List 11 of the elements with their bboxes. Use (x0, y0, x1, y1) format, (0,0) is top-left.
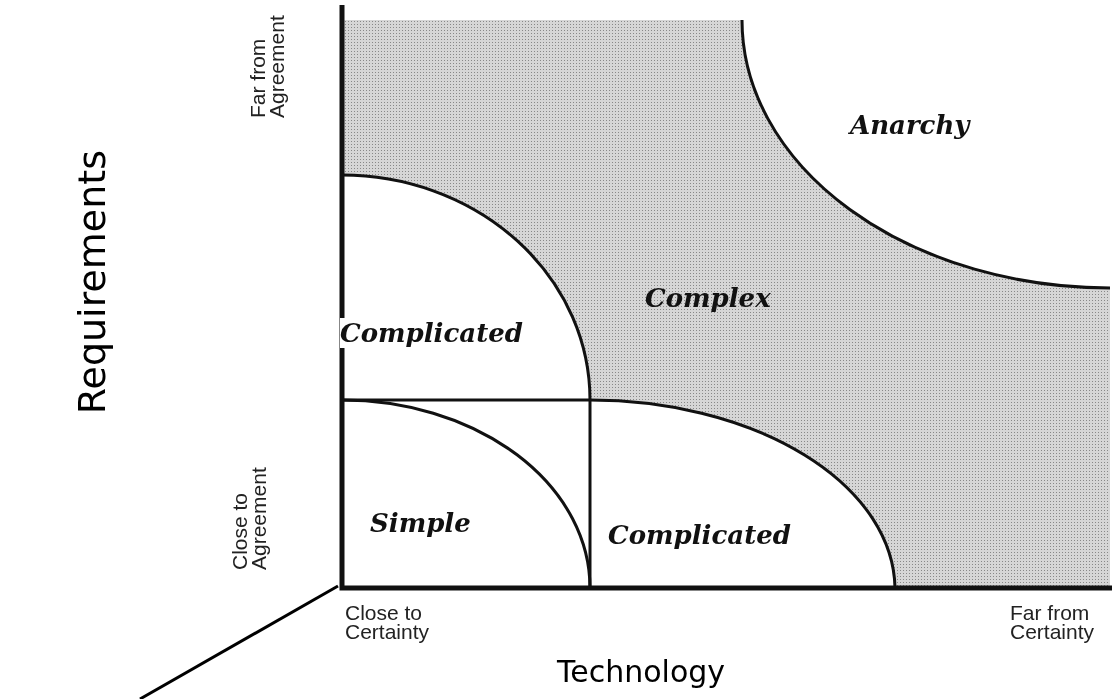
axis-title: Requirements (72, 150, 114, 415)
axis-end-label: Close to Certainty (345, 603, 431, 641)
region-label: Complicated (608, 520, 791, 550)
region-label: Simple (370, 508, 471, 538)
region-label: Anarchy (850, 110, 970, 140)
axis-end-label: Close to Agreement (230, 466, 268, 570)
region-label: Complex (645, 283, 771, 313)
region-label: Complicated (340, 318, 523, 348)
axis-title: Technology (557, 655, 726, 688)
axis-end-label: Far from Agreement (248, 14, 286, 118)
axis-end-label: Far from Certainty (1010, 603, 1096, 641)
